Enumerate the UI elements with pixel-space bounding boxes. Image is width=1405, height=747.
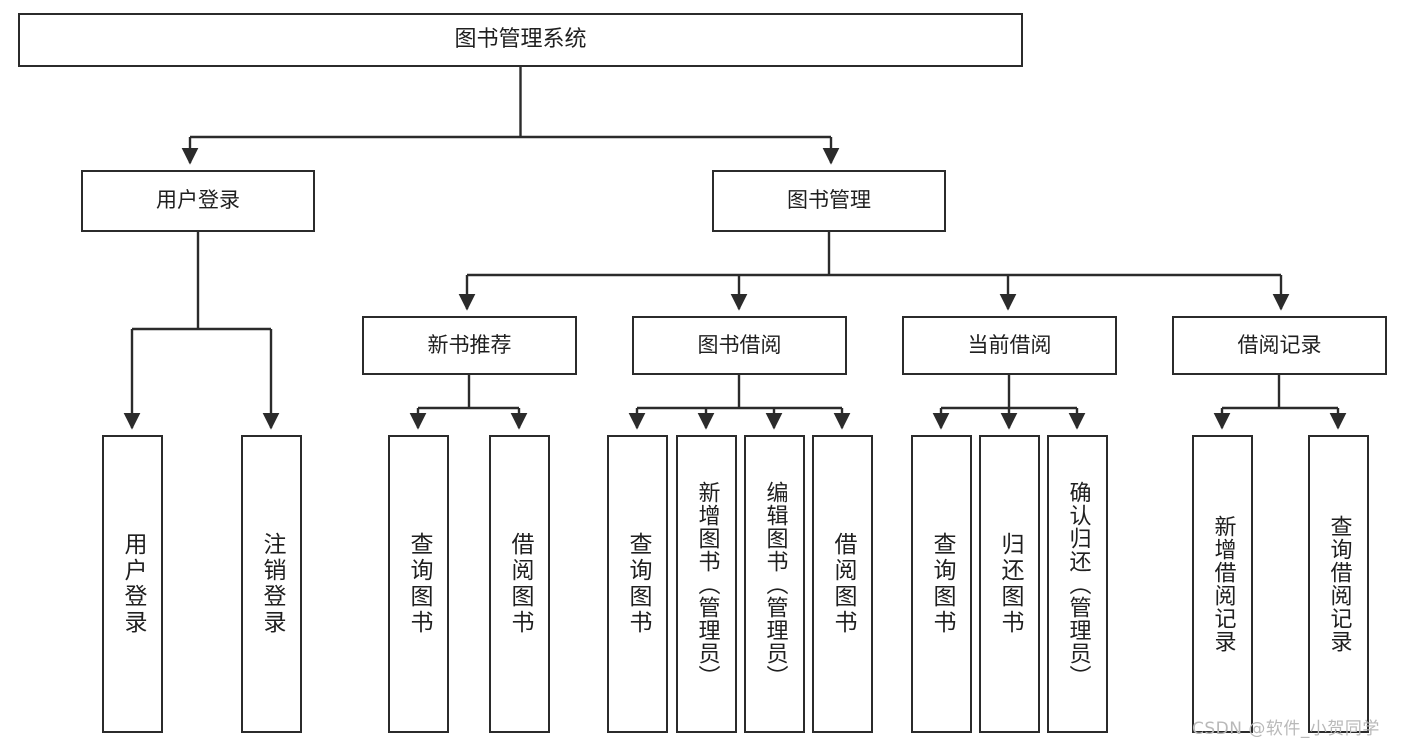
leaf-record-add-record[interactable]: 新增借阅记录 bbox=[1192, 435, 1253, 733]
node-label: 新增图书（管理员） bbox=[694, 480, 720, 688]
node-label: 用户登录 bbox=[156, 188, 240, 213]
node-label: 图书管理系统 bbox=[454, 26, 587, 52]
node-root-system[interactable]: 图书管理系统 bbox=[18, 13, 1023, 67]
node-book-management[interactable]: 图书管理 bbox=[712, 170, 946, 232]
leaf-recommend-query-book[interactable]: 查询图书 bbox=[388, 435, 449, 733]
node-user-login[interactable]: 用户登录 bbox=[81, 170, 315, 232]
node-label: 查询图书 bbox=[929, 532, 955, 636]
node-borrow-record[interactable]: 借阅记录 bbox=[1172, 316, 1387, 375]
leaf-recommend-borrow-book[interactable]: 借阅图书 bbox=[489, 435, 550, 733]
node-new-book-recommend[interactable]: 新书推荐 bbox=[362, 316, 577, 375]
node-label: 查询图书 bbox=[625, 532, 651, 636]
node-current-borrow[interactable]: 当前借阅 bbox=[902, 316, 1117, 375]
leaf-record-query-record[interactable]: 查询借阅记录 bbox=[1308, 435, 1369, 733]
leaf-borrow-edit-book-admin[interactable]: 编辑图书（管理员） bbox=[744, 435, 805, 733]
leaf-current-query-book[interactable]: 查询图书 bbox=[911, 435, 972, 733]
leaf-borrow-query-book[interactable]: 查询图书 bbox=[607, 435, 668, 733]
leaf-user-login-signout[interactable]: 注销登录 bbox=[241, 435, 302, 733]
node-label: 图书管理 bbox=[787, 188, 871, 213]
node-label: 归还图书 bbox=[997, 532, 1023, 636]
node-label: 借阅记录 bbox=[1237, 332, 1322, 357]
node-label: 当前借阅 bbox=[967, 332, 1052, 357]
leaf-user-login-signin[interactable]: 用户登录 bbox=[102, 435, 163, 733]
leaf-borrow-add-book-admin[interactable]: 新增图书（管理员） bbox=[676, 435, 737, 733]
node-book-borrow[interactable]: 图书借阅 bbox=[632, 316, 847, 375]
node-label: 确认归还（管理员） bbox=[1065, 480, 1091, 688]
leaf-borrow-borrow-book[interactable]: 借阅图书 bbox=[812, 435, 873, 733]
node-label: 查询图书 bbox=[406, 532, 432, 636]
node-label: 新书推荐 bbox=[427, 332, 512, 357]
node-label: 新增借阅记录 bbox=[1210, 515, 1236, 653]
node-label: 编辑图书（管理员） bbox=[762, 480, 788, 688]
node-label: 用户登录 bbox=[120, 532, 146, 636]
node-label: 注销登录 bbox=[259, 532, 285, 636]
leaf-current-confirm-return-admin[interactable]: 确认归还（管理员） bbox=[1047, 435, 1108, 733]
node-label: 借阅图书 bbox=[507, 532, 533, 636]
node-label: 借阅图书 bbox=[830, 532, 856, 636]
node-label: 查询借阅记录 bbox=[1326, 515, 1352, 653]
leaf-current-return-book[interactable]: 归还图书 bbox=[979, 435, 1040, 733]
watermark: CSDN @软件_小贺同学 bbox=[1192, 719, 1380, 739]
node-label: 图书借阅 bbox=[697, 332, 782, 357]
